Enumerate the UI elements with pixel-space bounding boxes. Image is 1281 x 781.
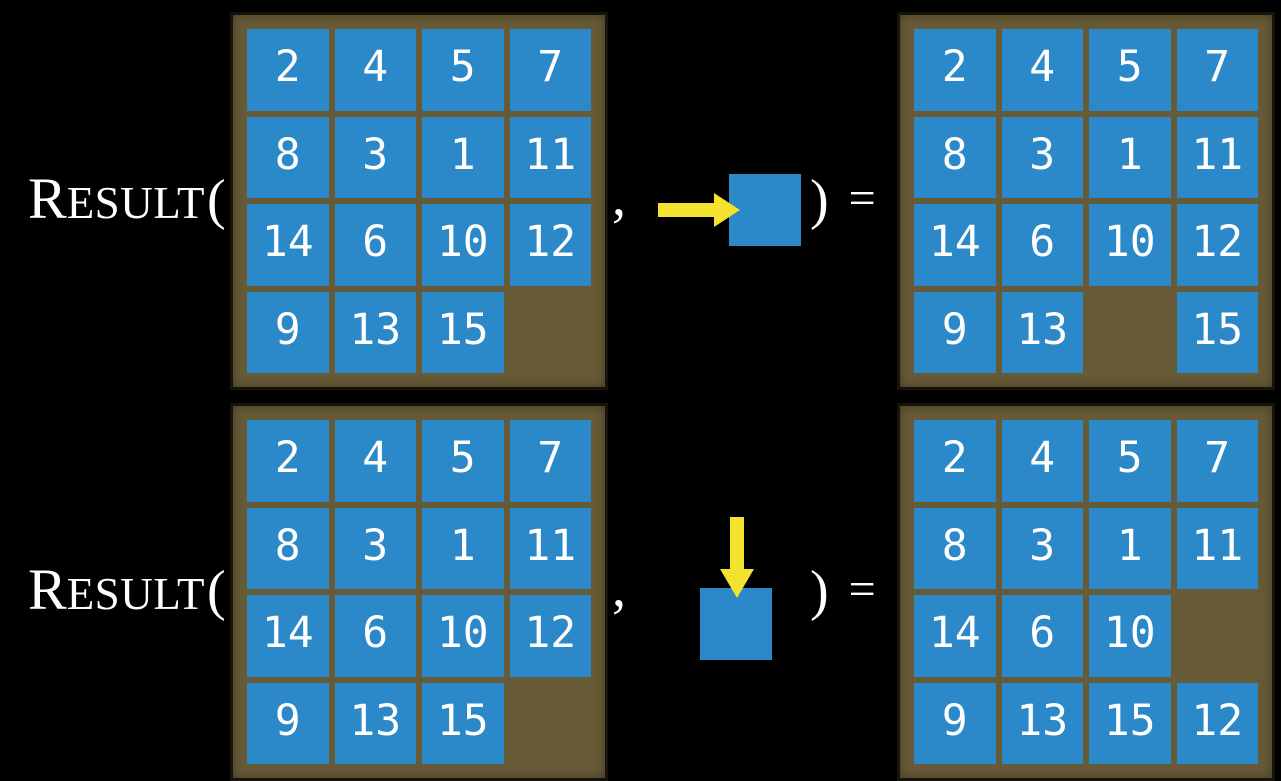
tile-14: 14	[247, 204, 329, 286]
tile-11: 11	[509, 507, 591, 589]
empty-cell	[1177, 595, 1259, 677]
tile-4: 4	[1001, 420, 1083, 502]
close-paren-equals: )=	[810, 559, 876, 636]
close-paren: )	[810, 169, 829, 231]
tile-6: 6	[1001, 595, 1083, 677]
tile-12: 12	[1176, 204, 1258, 286]
function-name: RESULT(	[28, 559, 226, 636]
function-name-rest: ESULT	[66, 178, 206, 228]
comma: ,	[612, 166, 626, 228]
equals-sign: =	[848, 563, 876, 616]
tile-2: 2	[914, 29, 996, 111]
tile-8: 8	[247, 507, 329, 589]
function-name: RESULT(	[28, 168, 226, 245]
tile-6: 6	[334, 595, 416, 677]
tile-10: 10	[422, 595, 504, 677]
tile-9: 9	[247, 291, 329, 373]
tile-5: 5	[422, 420, 504, 502]
tile-4: 4	[334, 420, 416, 502]
equals-sign: =	[848, 172, 876, 225]
tile-3: 3	[1001, 116, 1083, 198]
tile-1: 1	[422, 116, 504, 198]
tile-10: 10	[422, 204, 504, 286]
tile-4: 4	[334, 29, 416, 111]
tile-12: 12	[1176, 682, 1258, 764]
tile-12: 12	[509, 595, 591, 677]
tile-8: 8	[914, 507, 996, 589]
tile-8: 8	[914, 116, 996, 198]
tile-14: 14	[914, 204, 996, 286]
empty-cell	[510, 292, 592, 374]
tile-14: 14	[247, 595, 329, 677]
function-name-initial: R	[28, 557, 67, 622]
tile-3: 3	[334, 507, 416, 589]
tile-11: 11	[1176, 507, 1258, 589]
tile-7: 7	[1176, 29, 1258, 111]
tile-11: 11	[509, 116, 591, 198]
tile-15: 15	[1089, 682, 1171, 764]
tile-1: 1	[1089, 507, 1171, 589]
tile-13: 13	[1001, 682, 1083, 764]
function-name-initial: R	[28, 166, 67, 231]
tile-9: 9	[914, 682, 996, 764]
tile-3: 3	[1001, 507, 1083, 589]
empty-cell	[1089, 292, 1171, 374]
right-arrow-icon	[658, 193, 740, 227]
tile-3: 3	[334, 116, 416, 198]
tile-6: 6	[334, 204, 416, 286]
tile-2: 2	[247, 420, 329, 502]
tile-9: 9	[914, 291, 996, 373]
down-arrow-icon	[720, 517, 754, 598]
tile-5: 5	[1089, 420, 1171, 502]
open-paren: (	[207, 560, 226, 622]
tile-2: 2	[914, 420, 996, 502]
close-paren-equals: )=	[810, 168, 876, 245]
tile-4: 4	[1001, 29, 1083, 111]
tile-13: 13	[334, 682, 416, 764]
tile-2: 2	[247, 29, 329, 111]
tile-11: 11	[1176, 116, 1258, 198]
moved-tile-2	[700, 588, 772, 660]
tile-7: 7	[509, 29, 591, 111]
tile-13: 13	[334, 291, 416, 373]
tile-15: 15	[422, 682, 504, 764]
tile-1: 1	[422, 507, 504, 589]
tile-5: 5	[1089, 29, 1171, 111]
tile-13: 13	[1001, 291, 1083, 373]
moved-tile-1	[729, 174, 801, 246]
tile-1: 1	[1089, 116, 1171, 198]
tile-9: 9	[247, 682, 329, 764]
tile-15: 15	[422, 291, 504, 373]
empty-cell	[510, 683, 592, 765]
tile-7: 7	[1176, 420, 1258, 502]
tile-10: 10	[1089, 204, 1171, 286]
tile-8: 8	[247, 116, 329, 198]
comma: ,	[612, 557, 626, 619]
tile-7: 7	[509, 420, 591, 502]
tile-6: 6	[1001, 204, 1083, 286]
close-paren: )	[810, 560, 829, 622]
open-paren: (	[207, 169, 226, 231]
tile-15: 15	[1176, 291, 1258, 373]
tile-10: 10	[1089, 595, 1171, 677]
tile-5: 5	[422, 29, 504, 111]
function-name-rest: ESULT	[66, 569, 206, 619]
tile-12: 12	[509, 204, 591, 286]
tile-14: 14	[914, 595, 996, 677]
